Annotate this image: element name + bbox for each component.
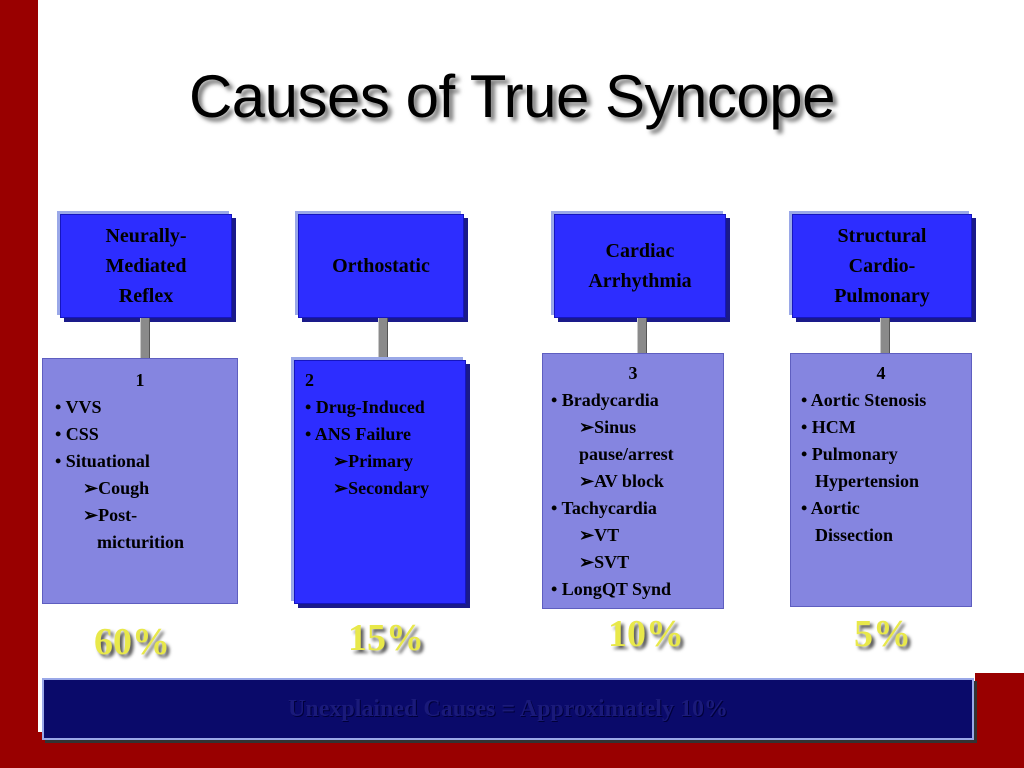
detail-item: • ANS Failure: [305, 424, 411, 444]
category-box-structural-cardio-pulmonary: Structural Cardio- Pulmonary: [792, 214, 972, 318]
category-box-orthostatic: Orthostatic: [298, 214, 464, 318]
detail-item: • Bradycardia: [551, 390, 659, 410]
detail-item: • Aortic Stenosis: [801, 390, 927, 410]
connector-line: [140, 318, 150, 358]
category-name-line: Structural: [837, 225, 927, 247]
detail-item: • Tachycardia: [551, 498, 657, 518]
percent-label: 10%: [608, 613, 684, 655]
detail-item: • HCM: [801, 417, 856, 437]
connector-line: [637, 318, 647, 354]
unexplained-causes-text: Unexplained Causes = Approximately 10%: [288, 695, 728, 722]
detail-subitem: ➢Cough: [83, 478, 150, 498]
category-name-line: Mediated: [105, 255, 187, 277]
left-frame-bar: [0, 0, 38, 768]
detail-box-neurally-mediated: 1 • VVS • CSS • Situational ➢Cough ➢Post…: [42, 358, 238, 604]
connector-line: [378, 318, 388, 358]
detail-box-cardiac-arrhythmia: 3 • Bradycardia ➢Sinus pause/arrest ➢AV …: [542, 353, 724, 609]
detail-box-orthostatic: 2 • Drug-Induced • ANS Failure ➢Primary …: [294, 360, 466, 604]
category-name-line: Arrhythmia: [588, 270, 692, 292]
detail-box-structural-cardio-pulmonary: 4 • Aortic Stenosis • HCM • Pulmonary Hy…: [790, 353, 972, 607]
category-name-line: Neurally-: [105, 225, 187, 247]
detail-subitem: ➢Post-: [83, 505, 138, 525]
detail-subitem: ➢SVT: [579, 552, 630, 572]
detail-subitem: ➢VT: [579, 525, 620, 545]
detail-item: • Situational: [55, 451, 150, 471]
connector-line: [880, 318, 890, 354]
category-name-line: Reflex: [118, 285, 174, 307]
detail-subitem: ➢Primary: [333, 451, 414, 471]
detail-item: • Aortic: [801, 498, 860, 518]
detail-item: • LongQT Synd: [551, 579, 672, 599]
category-box-cardiac-arrhythmia: Cardiac Arrhythmia: [554, 214, 726, 318]
category-name-line: Pulmonary: [834, 285, 930, 307]
percent-label: 60%: [94, 621, 170, 663]
category-number: 3: [628, 363, 638, 383]
percent-label: 5%: [854, 613, 911, 655]
detail-item: • CSS: [55, 424, 99, 444]
detail-item: • Pulmonary: [801, 444, 898, 464]
category-number: 1: [135, 370, 145, 390]
detail-item-continuation: Hypertension: [815, 471, 920, 491]
slide-title: Causes of True Syncope: [188, 63, 836, 130]
category-number: 2: [305, 370, 314, 390]
detail-item-continuation: Dissection: [815, 525, 893, 545]
detail-item: • Drug-Induced: [305, 397, 425, 417]
category-number: 4: [876, 363, 886, 383]
unexplained-causes-banner: Unexplained Causes = Approximately 10%: [42, 678, 974, 740]
detail-subitem: ➢Secondary: [333, 478, 430, 498]
percent-label: 15%: [348, 617, 424, 659]
detail-item: • VVS: [55, 397, 102, 417]
detail-subitem-continuation: pause/arrest: [579, 444, 674, 464]
category-box-neurally-mediated: Neurally- Mediated Reflex: [60, 214, 232, 318]
detail-subitem-continuation: micturition: [97, 532, 184, 552]
category-name-line: Cardio-: [848, 255, 916, 277]
detail-subitem: ➢Sinus: [579, 417, 637, 437]
detail-subitem: ➢AV block: [579, 471, 664, 491]
category-name-line: Cardiac: [605, 240, 675, 262]
category-name-line: Orthostatic: [332, 255, 430, 277]
corner-frame-block: [975, 673, 1024, 733]
